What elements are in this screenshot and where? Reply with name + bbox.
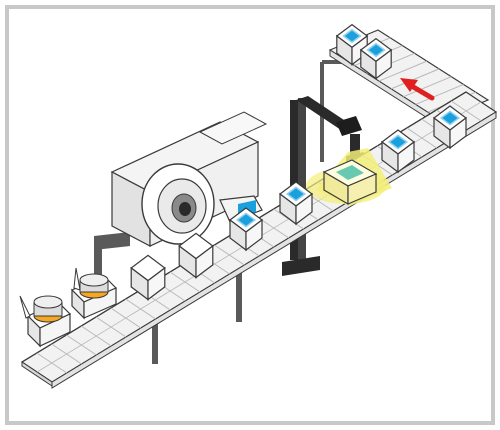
labeled-box xyxy=(381,129,415,174)
inspected-box xyxy=(322,159,378,206)
blue-label xyxy=(342,28,362,44)
blue-label xyxy=(235,212,257,228)
belt-slat xyxy=(378,60,428,82)
product-box xyxy=(335,23,369,66)
red-arrow-icon xyxy=(400,78,435,101)
blue-label xyxy=(366,42,386,58)
label-applicator-icon xyxy=(94,111,268,292)
open-box-with-jar xyxy=(70,267,118,320)
blue-label xyxy=(439,110,461,126)
labeled-box xyxy=(279,181,313,226)
product-box xyxy=(359,37,393,80)
blue-label xyxy=(285,186,307,202)
belt-slat xyxy=(403,76,452,98)
open-box-with-jar xyxy=(19,295,72,348)
belt-slat xyxy=(415,83,464,105)
belt-slat xyxy=(390,68,440,90)
unlabeled-box xyxy=(130,254,166,301)
blue-label xyxy=(387,134,409,150)
labeled-box xyxy=(229,207,263,252)
labeled-box xyxy=(359,37,393,80)
unlabeled-box xyxy=(178,232,214,279)
labeled-box xyxy=(433,105,467,150)
labeled-box xyxy=(335,23,369,66)
